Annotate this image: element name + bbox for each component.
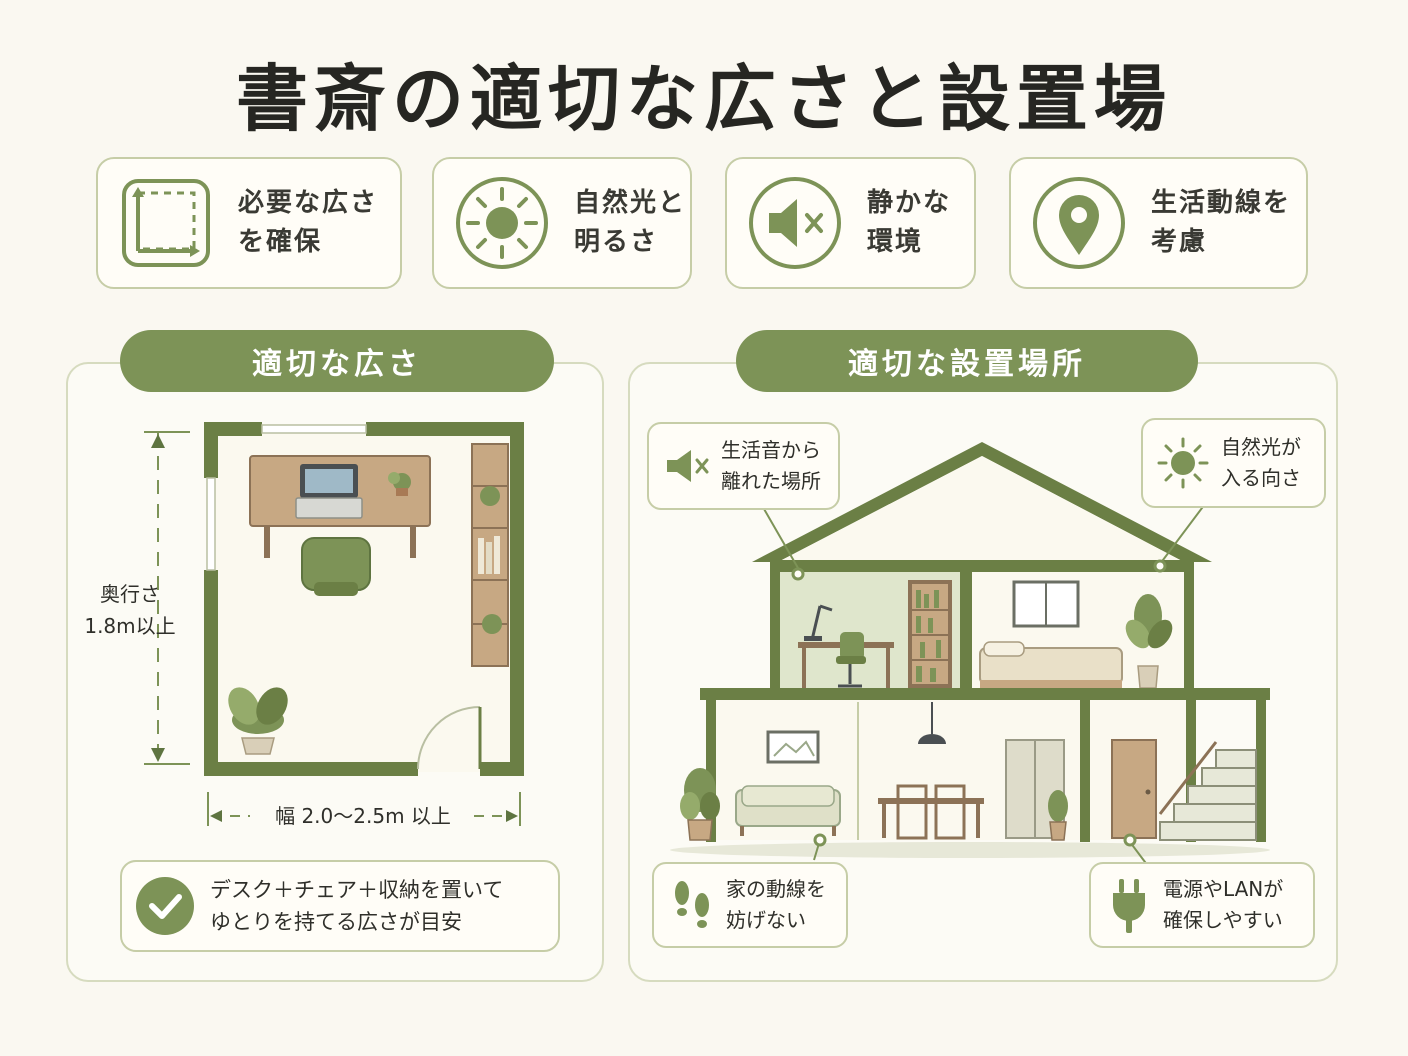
space-guideline-note: デスク＋チェア＋収納を置いて ゆとりを持てる広さが目安 (120, 860, 560, 952)
section-heading-space: 適切な広さ (120, 330, 554, 392)
house-cross-section (670, 442, 1270, 867)
feature-card-flow: 生活動線を 考慮 (1009, 157, 1308, 289)
feature-label-line2: 環境 (867, 227, 924, 257)
callout-power-line1: 電源やLANが (1163, 877, 1284, 901)
feature-label-line2: 考慮 (1151, 227, 1208, 257)
dimensions-icon (118, 175, 214, 271)
callout-quiet-location: 生活音から 離れた場所 (647, 422, 840, 510)
width-label: 幅 2.0～2.5m 以上 (275, 804, 451, 828)
feature-card-light: 自然光と 明るさ (432, 157, 692, 289)
callout-quiet-line2: 離れた場所 (721, 469, 821, 493)
note-line2: ゆとりを持てる広さが目安 (210, 910, 462, 934)
callout-power-line2: 確保しやすい (1163, 908, 1283, 932)
feature-label-line1: 生活動線を (1151, 188, 1292, 218)
footprints-icon (670, 875, 716, 935)
callout-power-lan: 電源やLANが 確保しやすい (1089, 862, 1315, 948)
callout-house-flow: 家の動線を 妨げない (652, 862, 848, 948)
mute-speaker-icon (663, 446, 711, 486)
callout-quiet-line1: 生活音から (721, 438, 821, 462)
feature-label-line2: 明るさ (574, 227, 659, 257)
section-heading-location: 適切な設置場所 (736, 330, 1198, 392)
depth-label-line2: 1.8m以上 (84, 614, 176, 638)
feature-label-line2: を確保 (238, 227, 323, 257)
depth-label: 奥行さ 1.8m以上 (70, 578, 190, 642)
callout-light-line2: 入る向さ (1221, 466, 1301, 490)
depth-label-line1: 奥行さ (100, 582, 160, 606)
sun-icon (454, 175, 550, 271)
callout-flow-line2: 妨げない (726, 908, 806, 932)
floor-plan (144, 422, 524, 826)
power-plug-icon (1109, 875, 1149, 935)
location-pin-icon (1031, 175, 1127, 271)
callout-light-line1: 自然光が (1221, 435, 1301, 459)
callout-flow-line1: 家の動線を (726, 877, 826, 901)
feature-card-quiet: 静かな 環境 (725, 157, 976, 289)
check-circle-icon (136, 877, 194, 935)
feature-label-line1: 自然光と (574, 188, 687, 218)
mute-speaker-icon (747, 175, 843, 271)
feature-label-line1: 静かな (867, 188, 952, 218)
feature-label-line1: 必要な広さ (238, 188, 379, 218)
page-title: 書斎の適切な広さと設置場 (235, 57, 1172, 141)
callout-natural-light: 自然光が 入る向さ (1141, 418, 1326, 508)
note-line1: デスク＋チェア＋収納を置いて (210, 878, 504, 902)
feature-card-space: 必要な広さ を確保 (96, 157, 402, 289)
sun-icon (1155, 435, 1211, 491)
